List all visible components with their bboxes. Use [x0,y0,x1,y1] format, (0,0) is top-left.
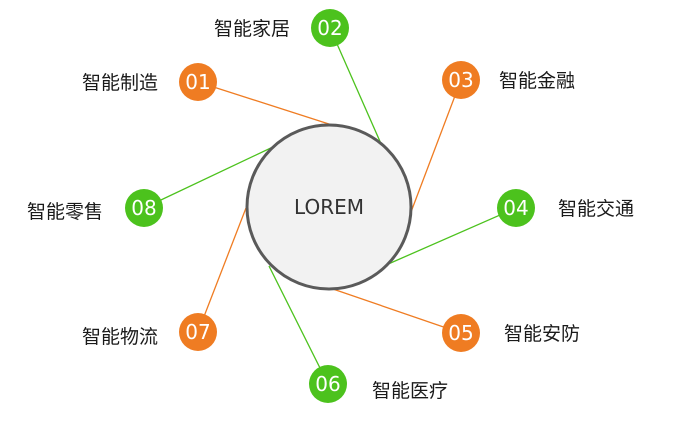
node-label-03: 智能金融 [499,70,575,92]
connector-line-03 [410,79,462,213]
hub-label: LOREM [294,195,364,219]
node-group: 01 智能制造 02 智能家居 03 智能金融 04 智能交通 05 智能安防 06 智能医疗 07 智能… [27,9,634,403]
node-number-02: 02 [317,16,342,40]
node-badge-04 [497,189,535,227]
connector-line-04 [385,207,517,266]
node-label-01: 智能制造 [82,72,158,94]
node-04: 04 智能交通 [497,189,634,227]
node-label-05: 智能安防 [504,323,580,345]
connector-line-07 [197,207,247,333]
node-number-01: 01 [185,70,210,94]
connector-lines [143,27,517,385]
node-number-03: 03 [448,68,473,92]
node-number-07: 07 [185,320,210,344]
node-07: 07 智能物流 [82,313,217,351]
hub-circle [245,123,413,291]
connector-line-01 [197,81,333,126]
node-label-02: 智能家居 [214,18,290,40]
node-label-04: 智能交通 [558,198,634,220]
node-number-06: 06 [315,372,340,396]
node-03: 03 智能金融 [442,61,575,99]
node-02: 02 智能家居 [214,9,349,47]
node-number-05: 05 [448,321,473,345]
node-label-08: 智能零售 [27,201,103,223]
node-badge-02 [311,9,349,47]
node-badge-07 [179,313,217,351]
node-05: 05 智能安防 [442,314,580,352]
node-01: 01 智能制造 [82,63,217,101]
node-number-08: 08 [131,196,156,220]
node-badge-05 [442,314,480,352]
node-08: 08 智能零售 [27,189,163,227]
connector-line-05 [329,287,462,334]
node-number-04: 04 [503,196,528,220]
node-badge-03 [442,61,480,99]
node-badge-06 [309,365,347,403]
connector-line-08 [143,145,276,209]
connector-line-06 [268,265,329,385]
connector-line-02 [329,27,383,147]
node-label-07: 智能物流 [82,326,158,348]
node-label-06: 智能医疗 [372,380,448,402]
node-badge-01 [179,63,217,101]
node-06: 06 智能医疗 [309,365,448,403]
node-badge-08 [125,189,163,227]
